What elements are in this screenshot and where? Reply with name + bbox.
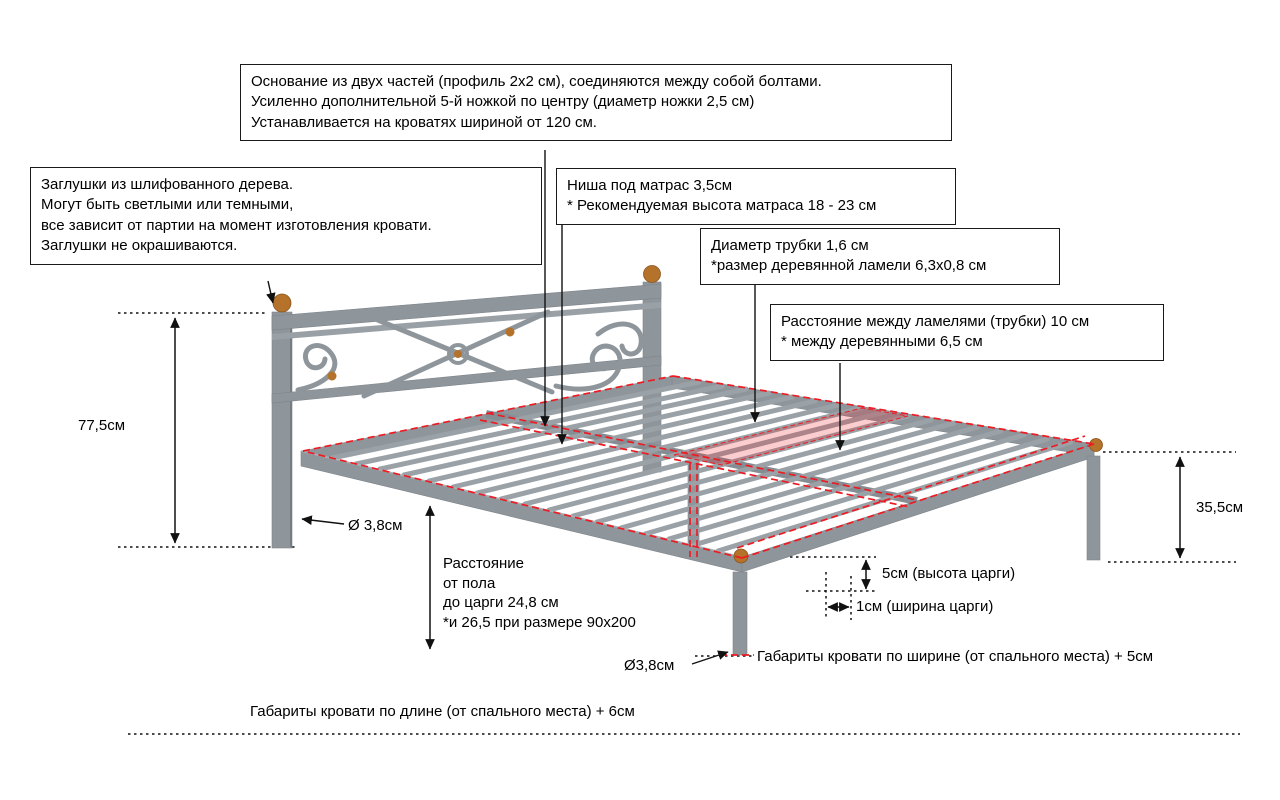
foot-rail xyxy=(741,443,1095,573)
dimension-rail-width: 1см (ширина царги) xyxy=(856,598,994,615)
callout-tube-box: Диаметр трубки 1,6 см *размер деревянной… xyxy=(700,228,1060,285)
dimension-rail-height: 5см (высота царги) xyxy=(882,565,1016,582)
callout-niche-box: Ниша под матрас 3,5см * Рекомендуемая вы… xyxy=(556,168,956,225)
dimension-frame-height: 35,5см xyxy=(1196,499,1244,516)
callout-spacing-box: Расстояние между ламелями (трубки) 10 см… xyxy=(770,304,1164,361)
reference-dotted-lines xyxy=(118,312,1240,735)
foot-leg-near xyxy=(732,571,748,656)
dimension-arrows xyxy=(170,317,1185,650)
callout-caps-box: Заглушки из шлифованного дерева. Могут б… xyxy=(30,167,542,265)
red-dashed-overlays xyxy=(302,375,1095,656)
dimension-overall-width: Габариты кровати по ширине (от спального… xyxy=(757,648,1154,665)
dimension-leg-diameter-foot: Ø3,8см xyxy=(624,657,675,674)
ornament-ball xyxy=(454,350,462,358)
headboard xyxy=(271,265,662,549)
wood-cap-head-right xyxy=(643,265,661,283)
ornament-ball xyxy=(505,327,515,337)
dimension-leg-diameter-head: Ø 3,8см xyxy=(348,517,403,534)
dimension-headboard-height: 77,5см xyxy=(78,417,126,434)
dimension-overall-length: Габариты кровати по длине (от спального … xyxy=(250,703,635,720)
wood-cap-head-left xyxy=(272,293,292,313)
dimension-floor-to-rail: Расстояние от пола до царги 24,8 см *и 2… xyxy=(443,555,636,631)
leader-lines xyxy=(266,150,845,665)
foot-leg-far xyxy=(1086,455,1101,561)
ornament-ball xyxy=(327,371,337,381)
slats xyxy=(329,379,1074,554)
callout-base-box: Основание из двух частей (профиль 2x2 см… xyxy=(240,64,952,142)
